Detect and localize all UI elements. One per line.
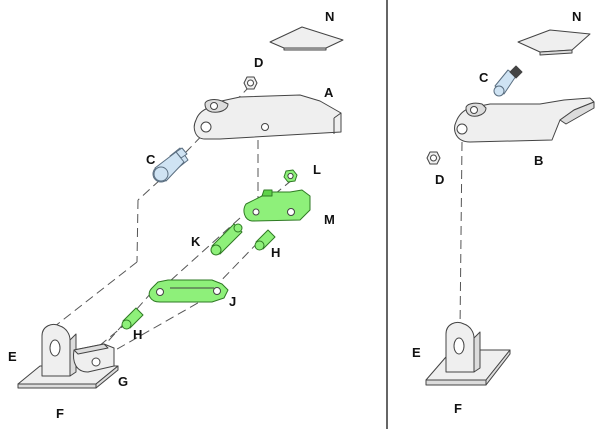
left-part-n-plate <box>269 26 344 51</box>
right-part-b-arm <box>454 97 595 143</box>
right-label-f: F <box>454 401 462 416</box>
left-part-j-link <box>148 279 229 303</box>
left-part-m-bracket <box>243 189 311 222</box>
right-part-n-plate <box>517 29 591 56</box>
right-part-c-pin <box>493 65 523 97</box>
right-part-ef-base <box>425 321 511 386</box>
right-label-b: B <box>534 153 543 168</box>
left-part-ef-base <box>17 323 119 389</box>
right-label-n: N <box>572 9 581 24</box>
left-label-j: J <box>229 294 236 309</box>
left-part-d-nut <box>243 76 258 90</box>
right-part-d-nut <box>426 151 441 165</box>
left-label-c: C <box>146 152 156 167</box>
left-label-a: A <box>324 85 334 100</box>
left-part-l-nut <box>283 169 298 183</box>
right-label-e: E <box>412 345 421 360</box>
left-part-a-arm <box>193 94 342 140</box>
right-label-c: C <box>479 70 489 85</box>
left-label-d: D <box>254 55 263 70</box>
left-label-m: M <box>324 212 335 227</box>
left-label-n: N <box>325 9 334 24</box>
right-label-d: D <box>435 172 444 187</box>
left-label-h-upper: H <box>271 245 280 260</box>
left-part-c-pin <box>152 147 189 183</box>
left-label-f: F <box>56 406 64 421</box>
left-label-l: L <box>313 162 321 177</box>
left-part-k-pin <box>210 223 243 256</box>
left-label-g: G <box>118 374 128 389</box>
left-label-e: E <box>8 349 17 364</box>
right-assembly-lines <box>459 141 463 331</box>
left-part-h-pin-upper <box>254 229 276 251</box>
left-part-h-pin-lower <box>121 307 144 330</box>
left-part-g-clevis <box>73 343 115 373</box>
left-label-k: K <box>191 234 201 249</box>
left-label-h-lower: H <box>133 327 142 342</box>
